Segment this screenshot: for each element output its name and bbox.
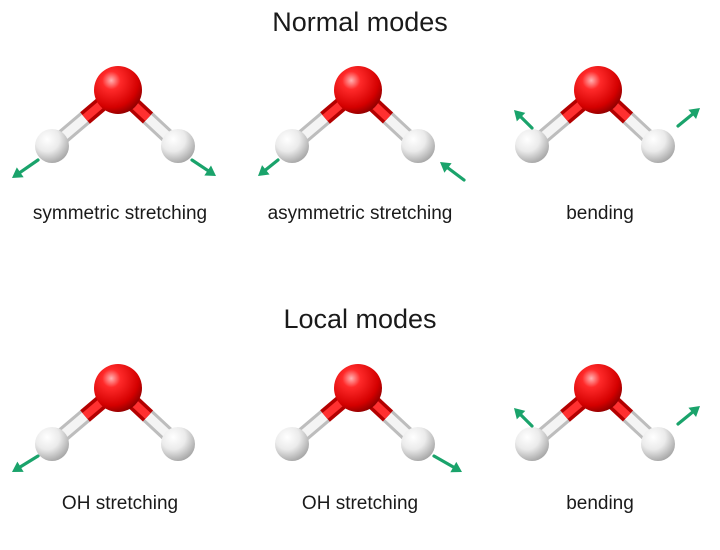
arrow-left-upward-head [514,408,526,420]
water-molecule-bending-normal [514,66,700,163]
oxygen-atom [574,364,622,412]
mode-oh-stretching-right: OH stretching [240,360,480,550]
hydrogen-atom-left [515,129,549,163]
arrow-right-inward-shaft [446,166,466,182]
arrow-right-upward [676,108,700,128]
mode-symmetric-stretching: symmetric stretching [0,62,240,252]
water-molecule-asymmetric-stretching [258,66,466,182]
mode-label: bending [566,203,634,224]
oxygen-atom [94,364,142,412]
mode-bending-local: bending [480,360,720,550]
mode-label: asymmetric stretching [267,203,453,224]
normal-modes-title: Normal modes [272,7,448,37]
mode-label: OH stretching [301,493,419,514]
arrow-left-outward [258,158,280,176]
oxygen-atom [574,66,622,114]
arrow-right-outward-shaft [432,454,455,469]
hydrogen-atom-left [35,129,69,163]
water-molecule-bending-local [514,364,700,461]
arrow-left-outward-shaft [18,454,40,469]
arrow-right-upward-head [688,108,700,119]
hydrogen-atom-left [515,427,549,461]
hydrogen-atom-left [275,129,309,163]
arrow-left-outward-head [12,461,24,472]
arrow-right-outward-shaft [190,158,210,173]
hydrogen-atom-right [401,129,435,163]
arrow-left-outward-shaft [18,158,40,174]
arrow-right-inward [440,162,466,182]
arrow-left-outward-shaft [264,158,280,172]
hydrogen-atom-right [161,427,195,461]
arrow-right-upward [676,406,700,426]
mode-bending-normal: bending [480,62,720,252]
oxygen-atom [334,364,382,412]
mode-label: symmetric stretching [32,203,208,224]
hydrogen-atom-right [161,129,195,163]
mode-oh-stretching-left: OH stretching [0,360,240,550]
water-molecule-oh-stretching-left [12,364,195,472]
local-modes-title: Local modes [283,304,437,334]
arrow-left-outward [12,158,40,178]
mode-label: bending [566,493,634,514]
arrow-right-upward-shaft [676,112,694,128]
arrow-right-outward-head [450,461,462,473]
arrow-left-upward [514,110,534,130]
arrow-right-outward [190,158,216,176]
mode-asymmetric-stretching: asymmetric stretching [240,62,480,252]
hydrogen-atom-left [275,427,309,461]
hydrogen-atom-right [401,427,435,461]
arrow-left-outward-head [12,167,24,178]
arrow-left-outward [12,454,40,472]
hydrogen-atom-right [641,427,675,461]
arrow-left-upward-shaft [519,115,534,130]
water-molecule-oh-stretching-right [275,364,462,473]
arrow-right-upward-head [688,406,700,417]
arrow-left-upward [514,408,534,428]
arrow-right-inward-head [440,162,452,173]
water-molecule-symmetric-stretching [12,66,216,178]
arrow-right-outward-head [204,165,216,176]
oxygen-atom [334,66,382,114]
arrow-right-outward [432,454,462,473]
hydrogen-atom-right [641,129,675,163]
arrow-right-upward-shaft [676,410,694,426]
hydrogen-atom-left [35,427,69,461]
arrow-left-outward-head [258,165,270,176]
oxygen-atom [94,66,142,114]
arrow-left-upward-head [514,110,526,122]
mode-label: OH stretching [61,493,179,514]
arrow-left-upward-shaft [519,413,534,428]
